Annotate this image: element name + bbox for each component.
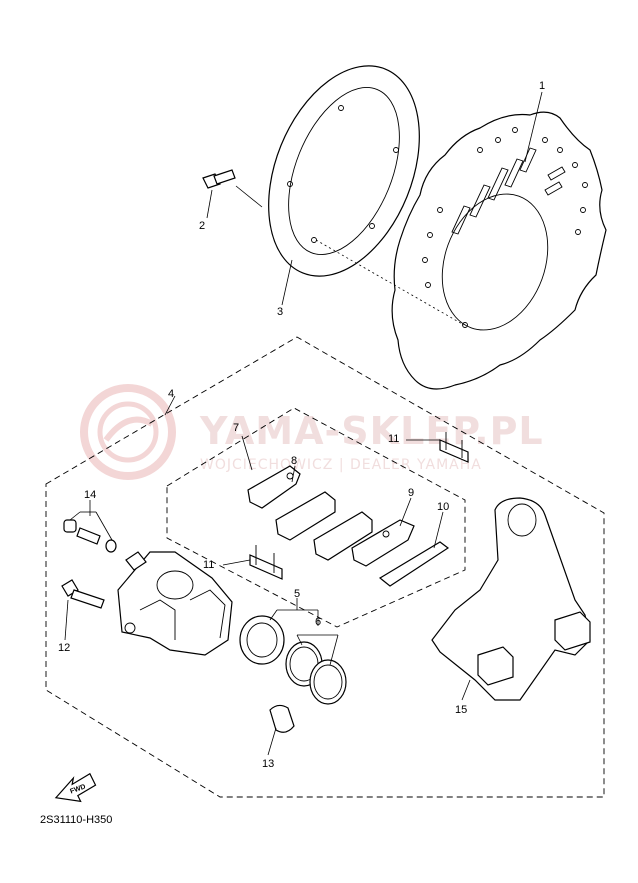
leader-lines: [64, 91, 543, 756]
callout-4: 4: [168, 388, 174, 400]
callout-13: 13: [262, 758, 274, 770]
callout-14: 14: [84, 489, 96, 501]
callout-11-upper: 11: [388, 433, 399, 445]
pad-clip-lower: [249, 545, 283, 580]
callout-10: 10: [437, 501, 449, 513]
callout-11-lower: 11: [203, 559, 214, 571]
callout-6: 6: [315, 616, 321, 628]
callout-7: 7: [233, 422, 239, 434]
pad-shim-2: [351, 519, 415, 567]
watermark-logo: [80, 384, 176, 480]
pad-clip-upper: [439, 432, 469, 463]
watermark-brand: YAMA-SKLEP.PL: [199, 409, 544, 453]
fwd-arrow-icon: FWD: [54, 772, 97, 803]
watermark: YAMA-SKLEP.PL WOJCIECHOWICZ | DEALER YAM…: [80, 384, 544, 480]
caliper-pin-bolt: [61, 579, 105, 609]
disc-vent-holes: [422, 127, 588, 328]
callout-8: 8: [291, 455, 297, 467]
callout-9: 9: [408, 487, 414, 499]
callout-12: 12: [58, 642, 70, 654]
callout-15: 15: [455, 704, 467, 716]
watermark-owner: WOJCIECHOWICZ | DEALER YAMAHA: [200, 457, 482, 473]
callout-1: 1: [539, 80, 545, 92]
disc-bolt: [202, 169, 236, 189]
piston: [239, 615, 285, 665]
bleed-screw: [63, 519, 117, 553]
pin-boot: [269, 704, 295, 733]
pad-spring: [378, 541, 450, 587]
diagram-code: 2S31110-H350: [40, 814, 112, 826]
piston-seal-inner: [309, 659, 347, 705]
callouts: 1 2 3 4 5 6 7 8 9 10 11 11 12 13 14 15: [58, 80, 545, 770]
callout-5: 5: [294, 588, 300, 600]
brake-pad-right: [313, 511, 373, 561]
brake-pad-left: [275, 491, 336, 541]
caliper-body: [117, 551, 233, 656]
caliper-bracket: [431, 497, 591, 701]
disc-ring: [268, 65, 420, 277]
callout-2: 2: [199, 220, 205, 232]
brake-disc: [391, 111, 607, 390]
callout-3: 3: [277, 306, 283, 318]
